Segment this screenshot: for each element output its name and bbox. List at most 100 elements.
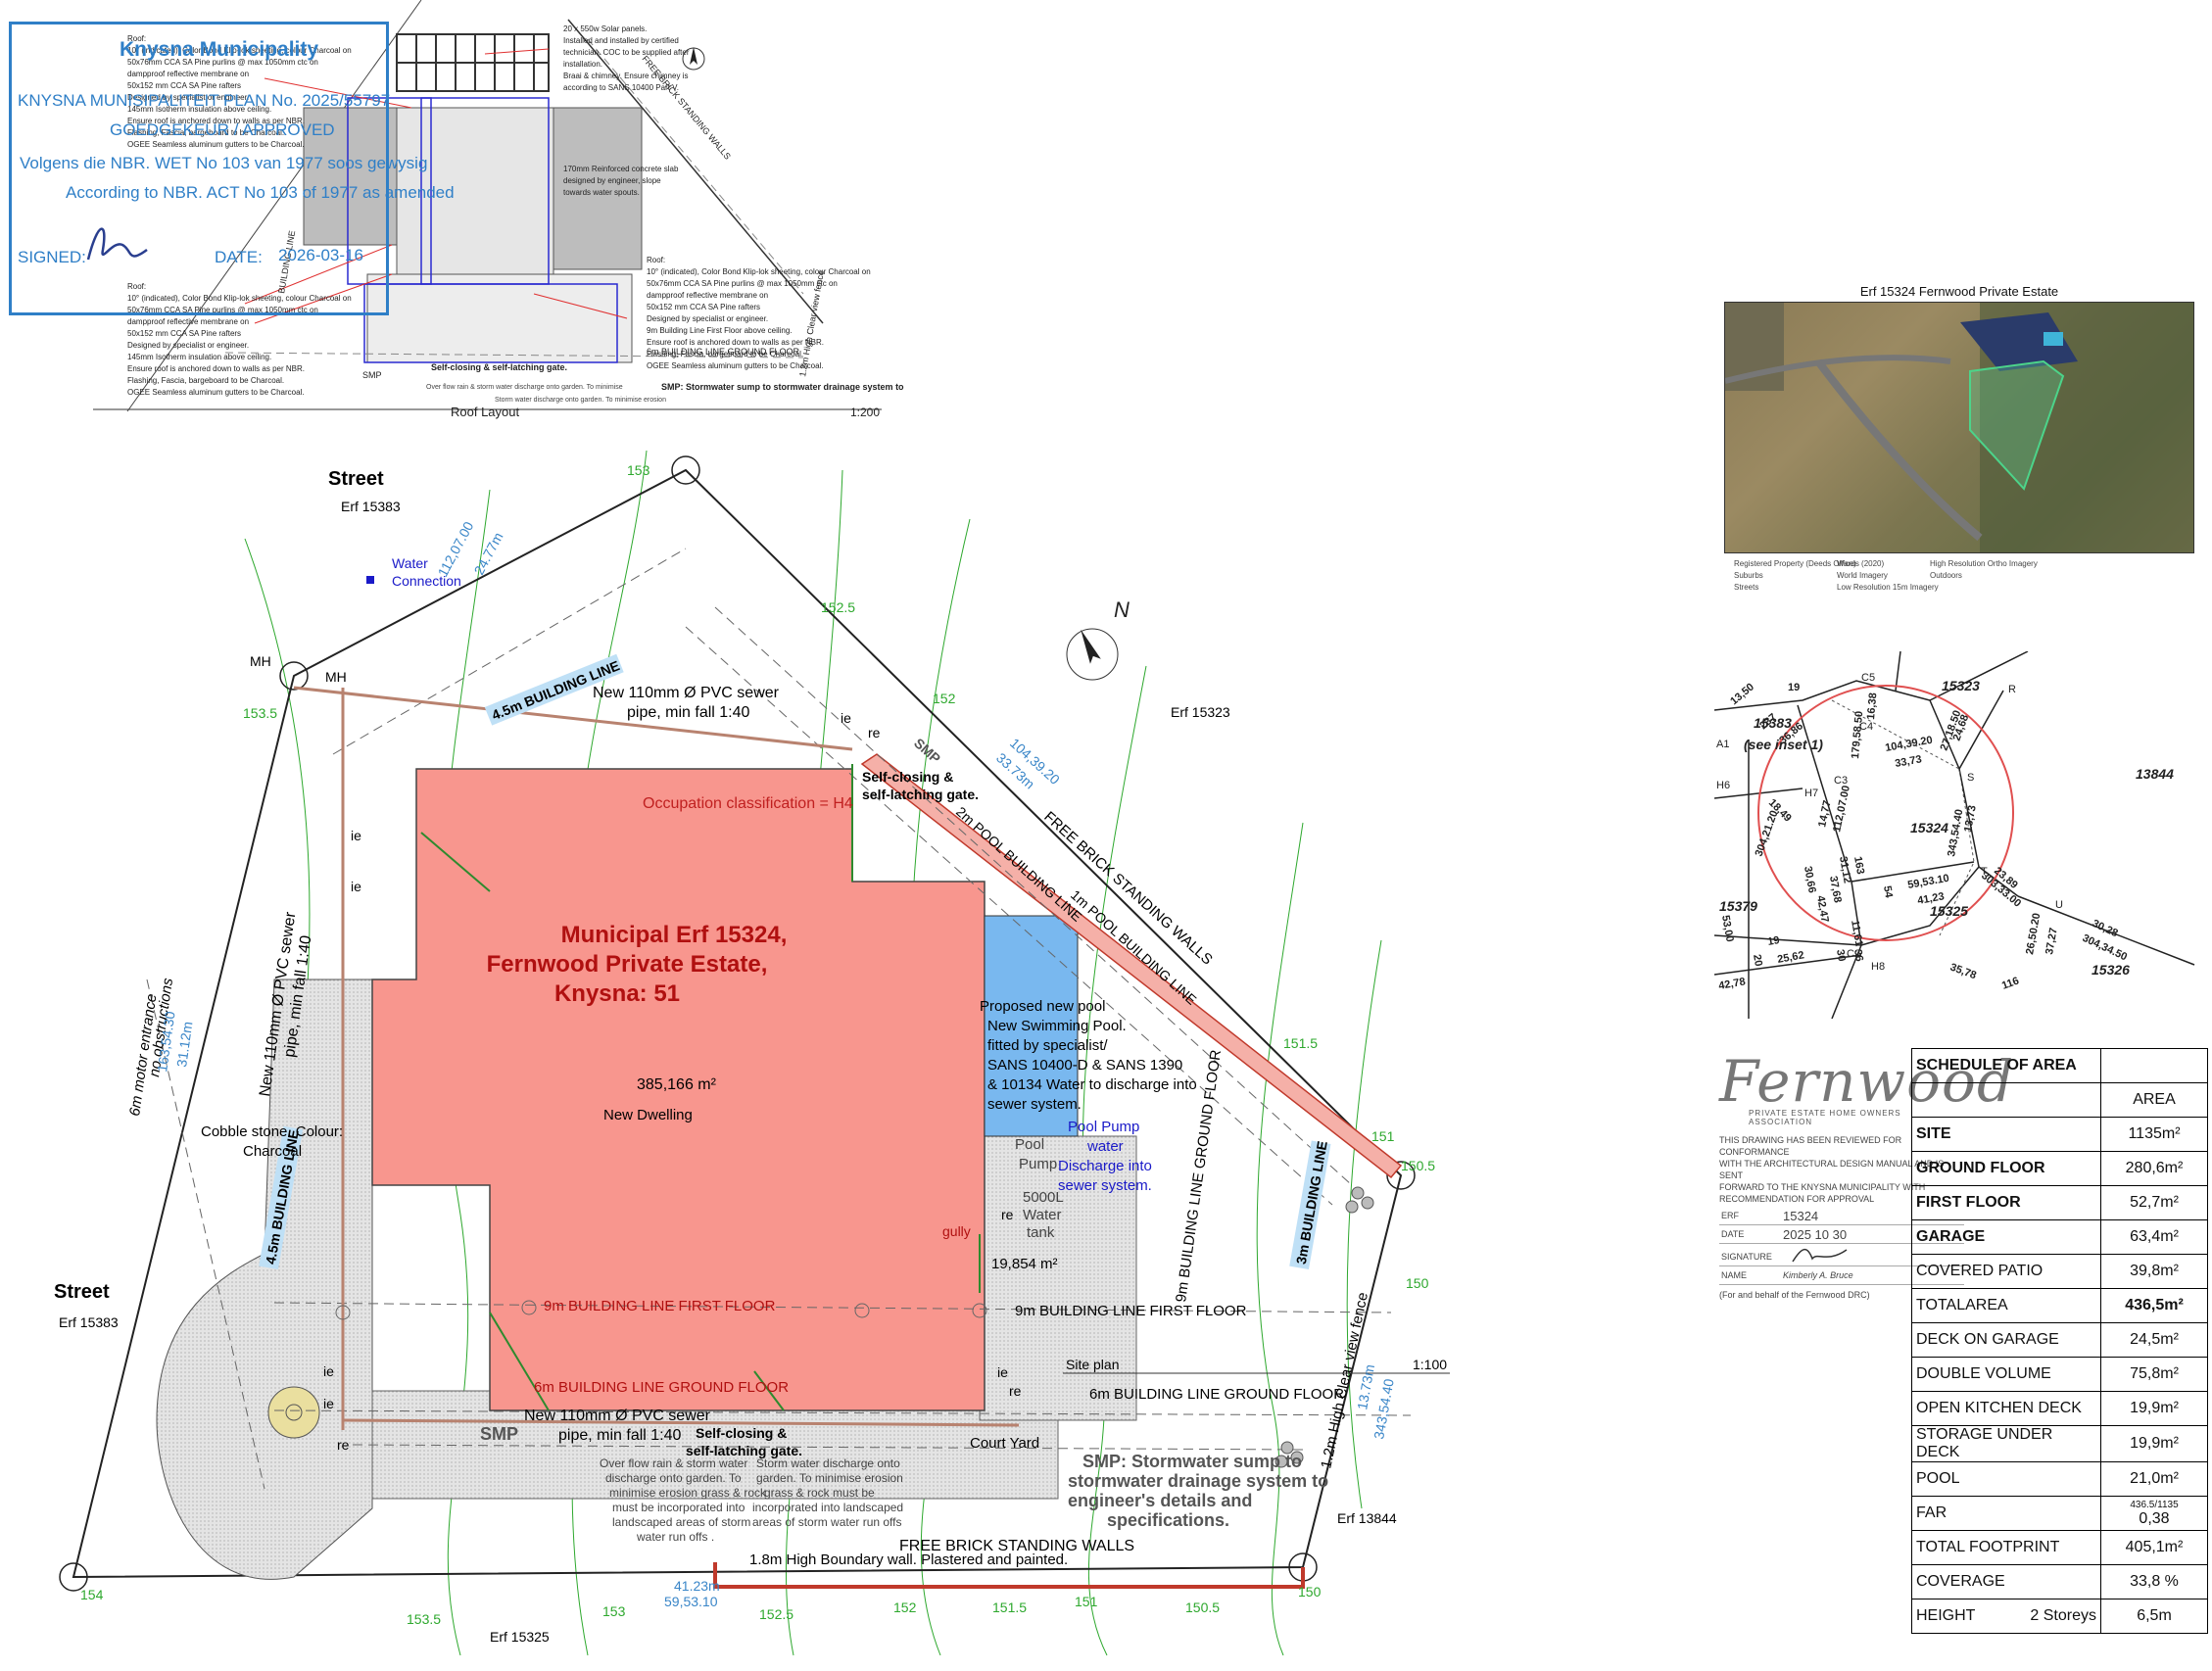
dim-top-b: 24.77m [471, 530, 506, 578]
svg-text:304,21.20: 304,21.20 [1754, 809, 1781, 858]
sewer-bot-2: pipe, min fall 1:40 [558, 1427, 682, 1444]
dim-se-b: 343,54.40 [1370, 1377, 1397, 1440]
boundary-wall-label: 1.8m High Boundary wall. Plastered and p… [749, 1552, 1068, 1568]
svg-text:150.5: 150.5 [1185, 1599, 1220, 1615]
erf-top-label: Erf 15383 [341, 499, 401, 514]
svg-text:R: R [2008, 684, 2016, 695]
roof-note-slab: 170mm Reinforced concrete slab designed … [563, 165, 681, 197]
fernwood-name-label: NAME [1721, 1270, 1748, 1280]
dim-bot-b: 59,53.10 [664, 1594, 718, 1609]
schedule-row-label: COVERED PATIO [1911, 1254, 2101, 1289]
fernwood-footer: (For and behalf of the Fernwood DRC) [1719, 1290, 1870, 1300]
sewer-pipes [293, 686, 1020, 1430]
fernwood-signature [1792, 1248, 1848, 1263]
roof-note-top-left: Roof: 10° (indicated), Color Bond Klip-l… [127, 34, 354, 149]
schedule-row-value: 1135m² [2100, 1117, 2208, 1152]
schedule-row-value: 405,1m² [2100, 1530, 2208, 1565]
overflow-note: Over flow rain & storm water discharge o… [600, 1456, 769, 1544]
svg-text:26,50.20: 26,50.20 [2024, 912, 2043, 955]
gate-top-1: Self-closing & [862, 769, 953, 785]
svg-text:19: 19 [1788, 682, 1800, 693]
ie-label-5: ie [841, 710, 851, 726]
tank-label-1: 5000L [1023, 1189, 1064, 1206]
schedule-row-label: DECK ON GARAGE [1911, 1322, 2101, 1358]
schedule-area-header: AREA [2100, 1082, 2208, 1118]
svg-text:C3: C3 [1834, 775, 1848, 787]
svg-text:30: 30 [1834, 948, 1848, 962]
svg-text:A1: A1 [1716, 739, 1729, 750]
gate-bot-2: self-latching gate. [686, 1443, 802, 1458]
svg-text:153: 153 [602, 1603, 626, 1619]
boundary-peg-icon [59, 455, 1416, 1592]
schedule-row-value: 0,38 [2139, 1509, 2170, 1527]
smp-label-2: SMP [911, 735, 943, 766]
svg-text:42,47: 42,47 [1814, 894, 1831, 923]
roof-note-bottom-right: Roof: 10° (indicated), Color Bond Klip-l… [647, 256, 873, 370]
erf-15323-label: Erf 15323 [1171, 704, 1230, 720]
erf-13844-label: Erf 13844 [1337, 1510, 1397, 1526]
sewer-top-2: pipe, min fall 1:40 [627, 704, 750, 721]
svg-text:152.5: 152.5 [759, 1606, 793, 1622]
stamp-ref: KNYSNA MUNISIPALITEIT PLAN No. 2025/5579… [18, 91, 391, 110]
svg-text:(see inset 1): (see inset 1) [1744, 737, 1823, 752]
svg-text:30,66: 30,66 [1802, 865, 1818, 893]
occupation-label: Occupation classification = H4 [643, 795, 853, 812]
pool-pump-label-b: Pump [1019, 1156, 1057, 1172]
street-top-label: Street [328, 468, 384, 490]
approval-stamp: Knysna Municipality KNYSNA MUNISIPALITEI… [9, 22, 455, 315]
bl6-ground-label: 6m BUILDING LINE GROUND FLOOR [534, 1379, 789, 1396]
svg-text:42,78: 42,78 [1717, 976, 1746, 992]
fernwood-subtitle: PRIVATE ESTATE HOME OWNERS ASSOCIATION [1749, 1109, 1901, 1126]
schedule-row-value: 33,8 % [2100, 1564, 2208, 1599]
roof-layout-title: Roof Layout [451, 405, 519, 419]
stamp-date-label: DATE: [215, 248, 263, 266]
svg-text:150.5: 150.5 [1401, 1158, 1435, 1173]
fernwood-signature-label: SIGNATURE [1721, 1252, 1772, 1262]
roof-storm-note: Storm water discharge onto garden. To mi… [495, 397, 666, 404]
new-dwelling-label: New Dwelling [603, 1107, 693, 1123]
stormwater-sump-icon [1274, 1186, 1374, 1468]
schedule-row-label: STORAGE UNDER DECK [1911, 1425, 2101, 1462]
contour-labels: 153 152.5 152 151.5 151 150.5 150 153.5 … [80, 462, 1435, 1627]
ie-label-2: ie [351, 879, 361, 894]
tank-round-icon [267, 1386, 320, 1439]
sewer-bot-1: New 110mm Ø PVC sewer [524, 1408, 711, 1424]
schedule-row-value: 19,9m² [2100, 1391, 2208, 1426]
svg-text:S: S [1967, 772, 1974, 784]
erf-title-1: Municipal Erf 15324, [561, 922, 788, 948]
svg-text:41,23: 41,23 [1916, 890, 1945, 907]
pool-pump-label-a: Pool [1015, 1136, 1044, 1153]
svg-text:15324: 15324 [1910, 820, 1948, 836]
smp-note-2: stormwater drainage system to [1068, 1471, 1328, 1491]
smp-note-4: specifications. [1107, 1510, 1229, 1530]
pump-note-1: Pool Pump [1068, 1119, 1139, 1135]
solar-panels [396, 33, 550, 92]
svg-text:37,68: 37,68 [1827, 875, 1844, 903]
north-arrow-icon: N [1066, 597, 1130, 681]
bl6-ground-right-label: 6m BUILDING LINE GROUND FLOOR [1089, 1386, 1344, 1403]
aerial-caption: Erf 15324 Fernwood Private Estate [1859, 284, 2059, 299]
fernwood-erf-value: 15324 [1783, 1209, 1819, 1223]
pool-note-2: New Swimming Pool. [987, 1018, 1127, 1034]
svg-text:16,38: 16,38 [1865, 692, 1879, 720]
roof-smp-label: SMP [362, 370, 382, 380]
svg-text:15383: 15383 [1754, 715, 1792, 731]
roof-overflow-note: Over flow rain & storm water discharge o… [426, 384, 623, 391]
pump-note-4: sewer system. [1058, 1177, 1152, 1194]
ie-label-4: ie [323, 1396, 334, 1411]
gully-label: gully [942, 1223, 971, 1239]
tank-label-2: Water [1023, 1207, 1061, 1223]
sewer-top-1: New 110mm Ø PVC sewer [593, 685, 780, 701]
street-left-label: Street [54, 1281, 110, 1303]
smp-note-1: SMP: Stormwater sump to [1082, 1452, 1302, 1471]
aerial-legend: Registered Property (Deeds Office) Wards… [1734, 559, 2038, 592]
schedule-row-value: 280,6m² [2100, 1151, 2208, 1186]
walls-bot-label: FREE BRICK STANDING WALLS [899, 1538, 1134, 1554]
storm-note: Storm water discharge onto garden. To mi… [752, 1456, 906, 1529]
yard-area: 19,854 m² [991, 1256, 1058, 1272]
svg-text:150: 150 [1406, 1275, 1429, 1291]
dim-left-b: 31.12m [173, 1021, 195, 1068]
svg-text:31,12: 31,12 [1837, 855, 1853, 883]
svg-text:152: 152 [933, 691, 956, 706]
